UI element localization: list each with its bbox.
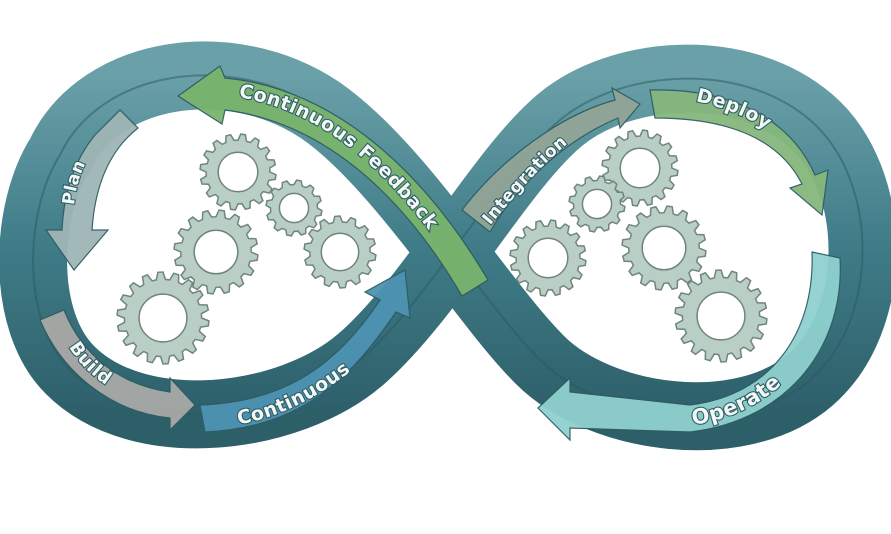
- gear-hub: [278, 192, 310, 224]
- stage-arrows: [39, 65, 841, 442]
- continuous-arrow: [199, 269, 411, 433]
- integration-arrow: [461, 86, 641, 233]
- gear-cluster: [116, 129, 768, 365]
- gear-hub: [193, 229, 239, 275]
- gear-hub: [581, 188, 613, 220]
- plan-arrow: [44, 109, 139, 271]
- continuous-feedback-arrow: [176, 65, 489, 297]
- gear-hub: [138, 293, 188, 343]
- gear-hub: [217, 151, 259, 193]
- gear-hub: [527, 237, 569, 279]
- gear-hub: [320, 232, 360, 272]
- deploy-arrow: [649, 89, 829, 217]
- gear-hub: [696, 291, 746, 341]
- operate-arrow: [537, 251, 841, 442]
- build-arrow: [39, 309, 196, 432]
- gear-hub: [619, 147, 661, 189]
- gear-hub: [641, 225, 687, 271]
